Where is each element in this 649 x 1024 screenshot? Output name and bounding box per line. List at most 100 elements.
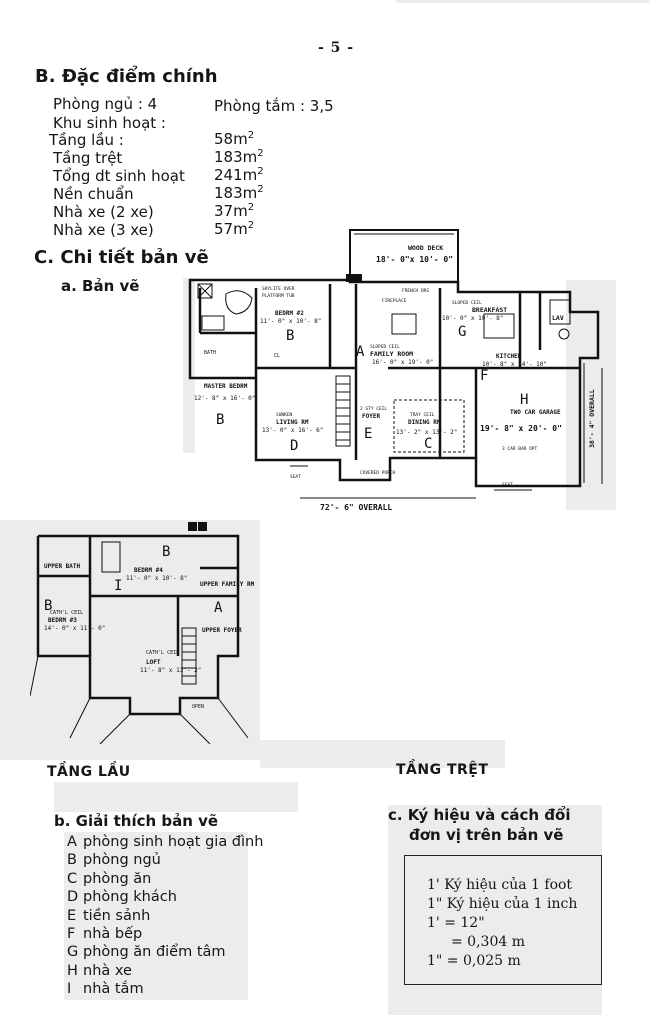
section-c-sub-c-line2: đơn vị trên bản vẽ: [409, 826, 564, 844]
wood-deck-dim: 18'- 0"x 10'- 0": [376, 255, 453, 264]
seat-label-right: SEAT: [502, 482, 513, 488]
car-bar-label: 3 CAR BAR OPT: [502, 446, 538, 452]
garage-label: TWO CAR GARAGE: [510, 409, 561, 416]
spec-value-garage3: 57m2: [214, 220, 255, 238]
upper-letter-a: A: [214, 600, 223, 616]
cl-label: CL: [274, 353, 280, 359]
loft-ceil-label: CATH'L CEIL: [146, 650, 179, 656]
ground-floor-plan: WOOD DECK 18'- 0"x 10'- 0" FRENCH DRS FI…: [188, 229, 603, 512]
units-line-foot: 1' Ký hiệu của 1 foot: [427, 877, 573, 893]
living-area-label: Khu sinh hoạt :: [53, 114, 166, 132]
section-b-title: B. Đặc điểm chính: [35, 66, 218, 87]
garage-dim: 19'- 8" x 20'- 0": [480, 424, 562, 433]
platform-tub-label: PLATFORM TUB: [262, 293, 295, 299]
room-letter-a: A: [356, 344, 365, 360]
living-rm-label: LIVING RM: [276, 419, 309, 426]
spec-label-total: Tổng dt sinh hoạt: [53, 167, 185, 185]
bath-label: BATH: [204, 350, 216, 356]
kitchen-label: KITCHEN: [496, 353, 522, 360]
bedrm2-label: BEDRM #2: [275, 310, 304, 317]
units-box: 1' Ký hiệu của 1 foot 1" Ký hiệu của 1 i…: [404, 855, 602, 985]
spec-label-garage3: Nhà xe (3 xe): [53, 221, 154, 239]
open-label: OPEN: [192, 704, 204, 710]
spec-value-upper: 58m2: [214, 130, 255, 148]
fireplace-label: FIREPLACE: [382, 298, 407, 304]
bathrooms: Phòng tắm : 3,5: [214, 97, 334, 115]
plan-notch: [346, 274, 362, 282]
loft-dim: 11'- 8" x 13'- 2": [140, 667, 201, 674]
foyer-label: FOYER: [362, 413, 380, 420]
bedrm2-dim: 11'- 0" x 10'- 8": [260, 318, 321, 325]
scan-shade: [0, 520, 260, 760]
living-rm-dim: 13'- 0" x 16'- 6": [262, 427, 323, 434]
master-bedrm-label: MASTER BEDRM: [204, 383, 248, 390]
bedrm3-dim: 14'- 0" x 11'- 0": [44, 625, 105, 632]
units-line-inch-m: 1" = 0,025 m: [427, 953, 521, 969]
units-line-foot-inch: 1' = 12": [427, 915, 485, 931]
upper-letter-i: I: [114, 578, 122, 594]
room-letter-f: F: [480, 368, 488, 384]
room-letter-d: D: [290, 438, 298, 454]
spec-label-ground: Tầng trệt: [53, 149, 123, 167]
section-c-sub-b: b. Giải thích bản vẽ: [54, 812, 219, 830]
family-room-label: FAMILY ROOM: [370, 350, 413, 358]
scan-shade: [388, 805, 602, 1015]
room-letters: A B B C D E F G H: [216, 324, 528, 454]
section-c-title: C. Chi tiết bản vẽ: [34, 247, 209, 268]
spec-value-garage2: 37m2: [214, 202, 255, 220]
bedrooms: Phòng ngủ : 4: [53, 95, 158, 113]
kitchen-dim: 10'- 8" x 14'- 10": [482, 361, 547, 368]
sunken-label: SUNKEN: [276, 412, 293, 418]
plan-walls: [188, 229, 600, 488]
room-letter-e: E: [364, 426, 372, 442]
scan-shade: [566, 280, 616, 510]
page-number: - 5 -: [318, 40, 355, 56]
units-line-foot-m: = 0,304 m: [451, 934, 525, 950]
wood-deck-label: WOOD DECK: [408, 244, 443, 252]
room-letter-b: B: [286, 328, 294, 344]
breakfast-dim: 10'- 0" x 10'- 8": [442, 315, 503, 322]
spec-value-base: 183m2: [214, 184, 264, 202]
spec-label-upper: Tầng lầu :: [49, 131, 124, 149]
lav-label: LAV: [552, 314, 564, 322]
stair-ceil-label: 2 STY CEIL: [360, 406, 387, 412]
bedrm3-label: BEDRM #3: [48, 617, 77, 624]
covered-porch-label: COVERED PORCH: [360, 470, 396, 476]
section-c-sub-c-line1: c. Ký hiệu và cách đổi: [388, 806, 571, 824]
scan-shade: [64, 832, 248, 1000]
master-bedrm-dim: 12'- 8" x 16'- 0": [194, 395, 255, 402]
breakfast-label: BREAKFAST: [472, 306, 507, 314]
sloped-ceil-label: SLOPED CEIL: [370, 344, 400, 350]
overall-height-label: 38'- 4" OVERALL: [588, 389, 596, 448]
upper-floor-plan: BEDRM #4 11'- 0" x 10'- 8" UPPER BATH CA…: [30, 522, 255, 744]
upper-floor-label: TẦNG LẦU: [47, 764, 131, 780]
units-line-inch: 1" Ký hiệu của 1 inch: [427, 896, 578, 912]
scan-shade: [396, 0, 649, 3]
breakfast-ceil-label: SLOPED CEIL: [452, 300, 482, 306]
tray-ceil-label: TRAY CEIL: [410, 412, 435, 418]
upper-foyer-label: UPPER FOYER: [202, 627, 242, 634]
room-letter-g: G: [458, 324, 466, 340]
spec-label-base: Nền chuẩn: [53, 185, 134, 203]
section-c-sub-a: a. Bản vẽ: [61, 277, 140, 295]
upper-bath-label: UPPER BATH: [44, 563, 81, 570]
family-room-dim: 16'- 0" x 19'- 0": [372, 359, 433, 366]
seat-label-left: SEAT: [290, 474, 301, 480]
dining-rm-dim: 13'- 2" x 13'- 2": [396, 429, 457, 436]
scan-shade: [260, 740, 505, 768]
scan-shade: [54, 782, 298, 812]
upper-family-label: UPPER FAMILY RM: [200, 581, 255, 588]
upper-letter-b2: B: [44, 598, 52, 614]
spec-value-total: 241m2: [214, 166, 264, 184]
loft-label: LOFT: [146, 659, 161, 666]
